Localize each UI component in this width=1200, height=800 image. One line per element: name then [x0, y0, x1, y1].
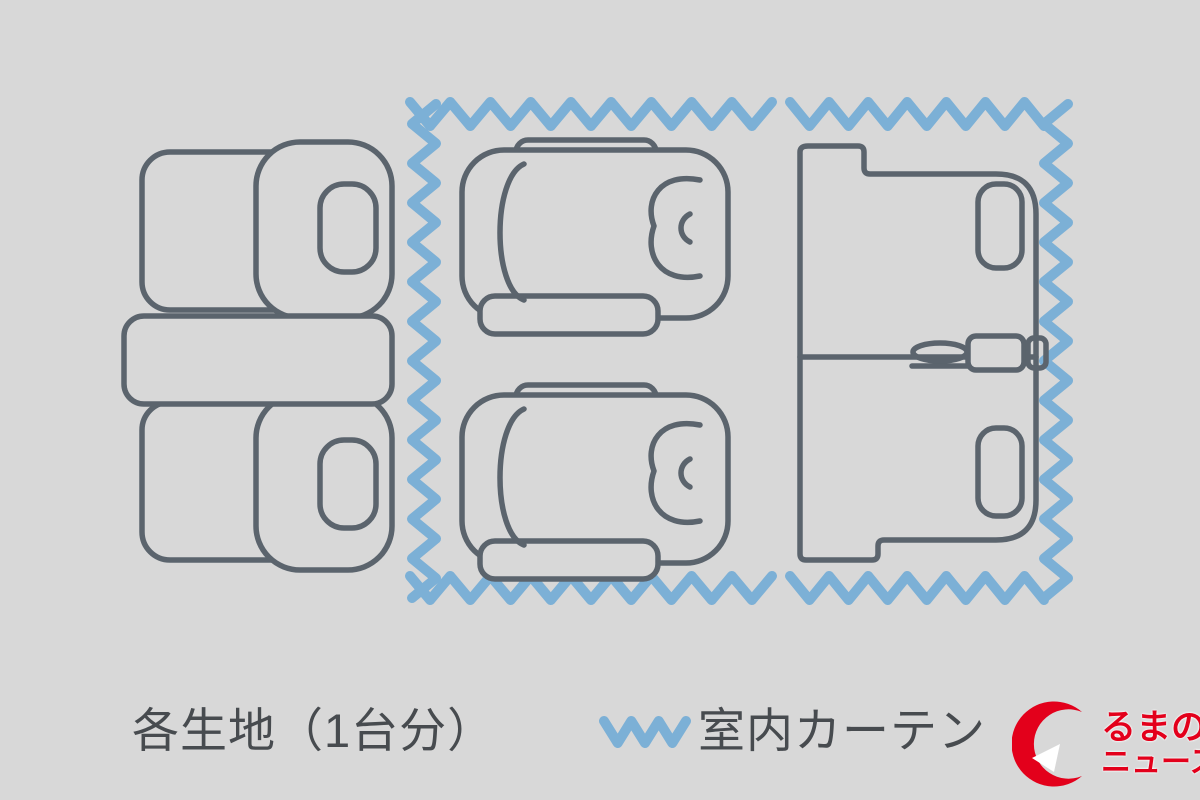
- seat-front-strip: [477, 293, 661, 337]
- headrest-notch: [678, 211, 693, 245]
- curtain-zigzag-border: [405, 97, 1073, 605]
- curtain-top-edge-right: [785, 97, 1049, 131]
- headrest-upper: [975, 181, 1025, 271]
- curtain-legend: 室内カーテン: [596, 692, 986, 761]
- curtain-bottom-edge-right: [785, 571, 1049, 605]
- seat-back: [253, 139, 395, 321]
- seat-top-view: [459, 137, 731, 337]
- fabric-label: 各生地（1台分）: [132, 704, 496, 757]
- curtain-left-edge: [407, 99, 441, 603]
- seat-top-view: [139, 139, 395, 321]
- rear-bench-side-view: [797, 143, 1049, 563]
- curtain-bottom-edge-middle: [405, 571, 777, 605]
- latch-plate: [965, 333, 1027, 373]
- curtain-zigzag-icon: [599, 715, 691, 748]
- logo-text-line1: るまの: [1101, 707, 1200, 747]
- seat-top-view-copy: [462, 385, 728, 579]
- logo-arrow: [1032, 744, 1060, 772]
- headrest-curl: [648, 175, 703, 281]
- curtained-seat-pair: [459, 137, 731, 579]
- curtain-label: 室内カーテン: [698, 704, 986, 757]
- side-tab: [1025, 335, 1049, 371]
- buckle-oval: [910, 340, 970, 364]
- logo-crescent-icon: [1012, 701, 1082, 787]
- logo-text: るまの ニュース: [1101, 709, 1200, 779]
- headrest: [317, 181, 379, 275]
- headrest-lower: [975, 425, 1025, 519]
- center-armrest-console: [121, 313, 395, 407]
- curtain-right-edge: [1039, 99, 1073, 603]
- seat-top-view-mirrored: [142, 394, 392, 570]
- kuruma-news-logo: るまの ニュース: [1012, 698, 1200, 790]
- curtain-top-edge-middle: [405, 97, 777, 131]
- logo-text-line2: ニュース: [1101, 745, 1200, 779]
- front-seat-pair: [121, 139, 395, 570]
- seat-bolster-line: [497, 161, 527, 303]
